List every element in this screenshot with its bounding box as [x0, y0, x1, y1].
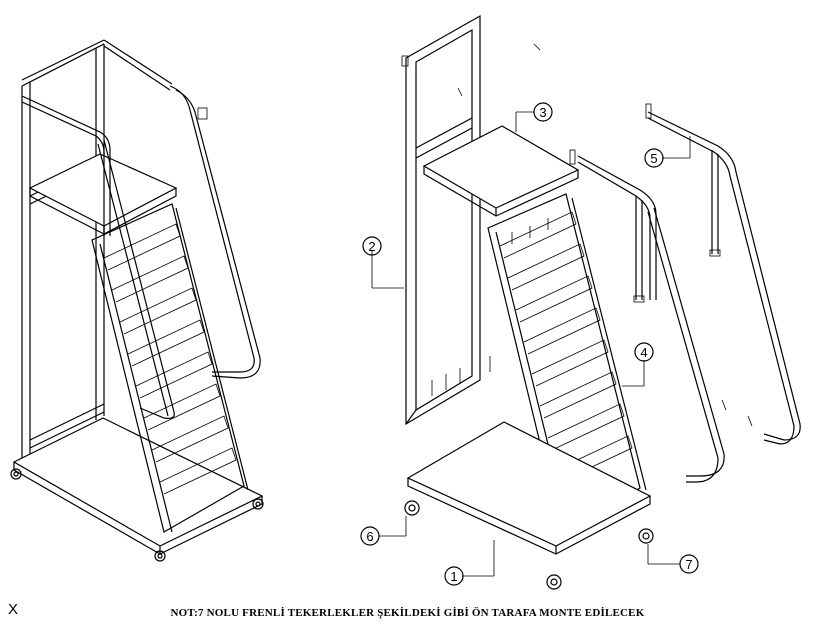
callout-3-label: 3: [539, 105, 546, 120]
callout-1: 1: [444, 540, 495, 586]
assembled-ladder: [10, 39, 264, 562]
assembled-back-frame: [21, 39, 173, 458]
callouts: 3 2 5 4 6 7: [360, 102, 699, 586]
exploded-view: [401, 14, 801, 590]
assembled-wheels: [10, 468, 264, 562]
assembled-base: [12, 417, 264, 555]
callout-7-label: 7: [685, 557, 692, 572]
assembled-guard-rails: [21, 85, 261, 379]
part-7-brake-wheel: [546, 528, 654, 590]
callout-1-label: 1: [450, 569, 457, 584]
assembled-stair: [91, 139, 249, 533]
part-6-wheel: [404, 500, 420, 516]
callout-2: 2: [362, 236, 404, 289]
part-1-base: [406, 421, 652, 555]
part-5-guard-rail: [645, 103, 801, 445]
callout-5: 5: [644, 136, 691, 168]
callout-2-label: 2: [368, 239, 375, 254]
callout-4: 4: [622, 342, 654, 387]
callout-4-label: 4: [640, 345, 647, 360]
assembled-steps: [103, 223, 237, 495]
callout-5-label: 5: [650, 151, 657, 166]
corner-mark: X: [8, 601, 19, 618]
callout-7: 7: [647, 544, 699, 574]
callout-6-label: 6: [366, 529, 373, 544]
callout-6: 6: [360, 516, 407, 546]
part-3-platform: [422, 43, 580, 217]
part-4-steps: [499, 211, 633, 483]
assembly-note: NOT:7 NOLU FRENLİ TEKERLEKLER ŞEKİLDEKİ …: [170, 607, 645, 619]
stair-handrail: [577, 155, 725, 483]
assembled-platform: [28, 153, 178, 235]
part-2-back-frame: [401, 14, 491, 426]
callout-3: 3: [515, 102, 553, 132]
